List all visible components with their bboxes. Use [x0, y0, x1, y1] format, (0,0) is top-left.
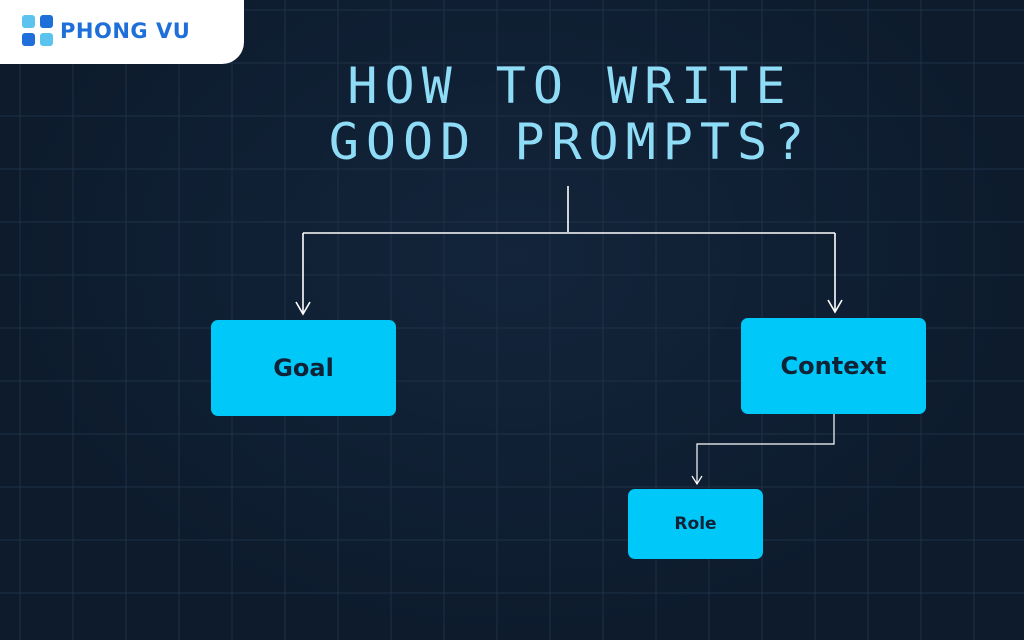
node-role: Role — [628, 489, 763, 559]
title-line-2: GOOD PROMPTS? — [328, 113, 812, 171]
arrowhead-goal — [295, 301, 311, 316]
node-goal: Goal — [211, 320, 396, 416]
arrowhead-role — [691, 475, 703, 486]
connector-context-to-role — [696, 414, 835, 484]
title-line-1: HOW TO WRITE — [347, 57, 793, 115]
brand-name: PHONG VU — [60, 19, 191, 43]
four-squares-logo-icon — [22, 15, 53, 46]
arrowhead-context — [827, 299, 843, 314]
page-title: HOW TO WRITE GOOD PROMPTS? — [200, 58, 940, 170]
node-context: Context — [741, 318, 926, 414]
brand-logo-tab: PHONG VU — [0, 0, 244, 64]
